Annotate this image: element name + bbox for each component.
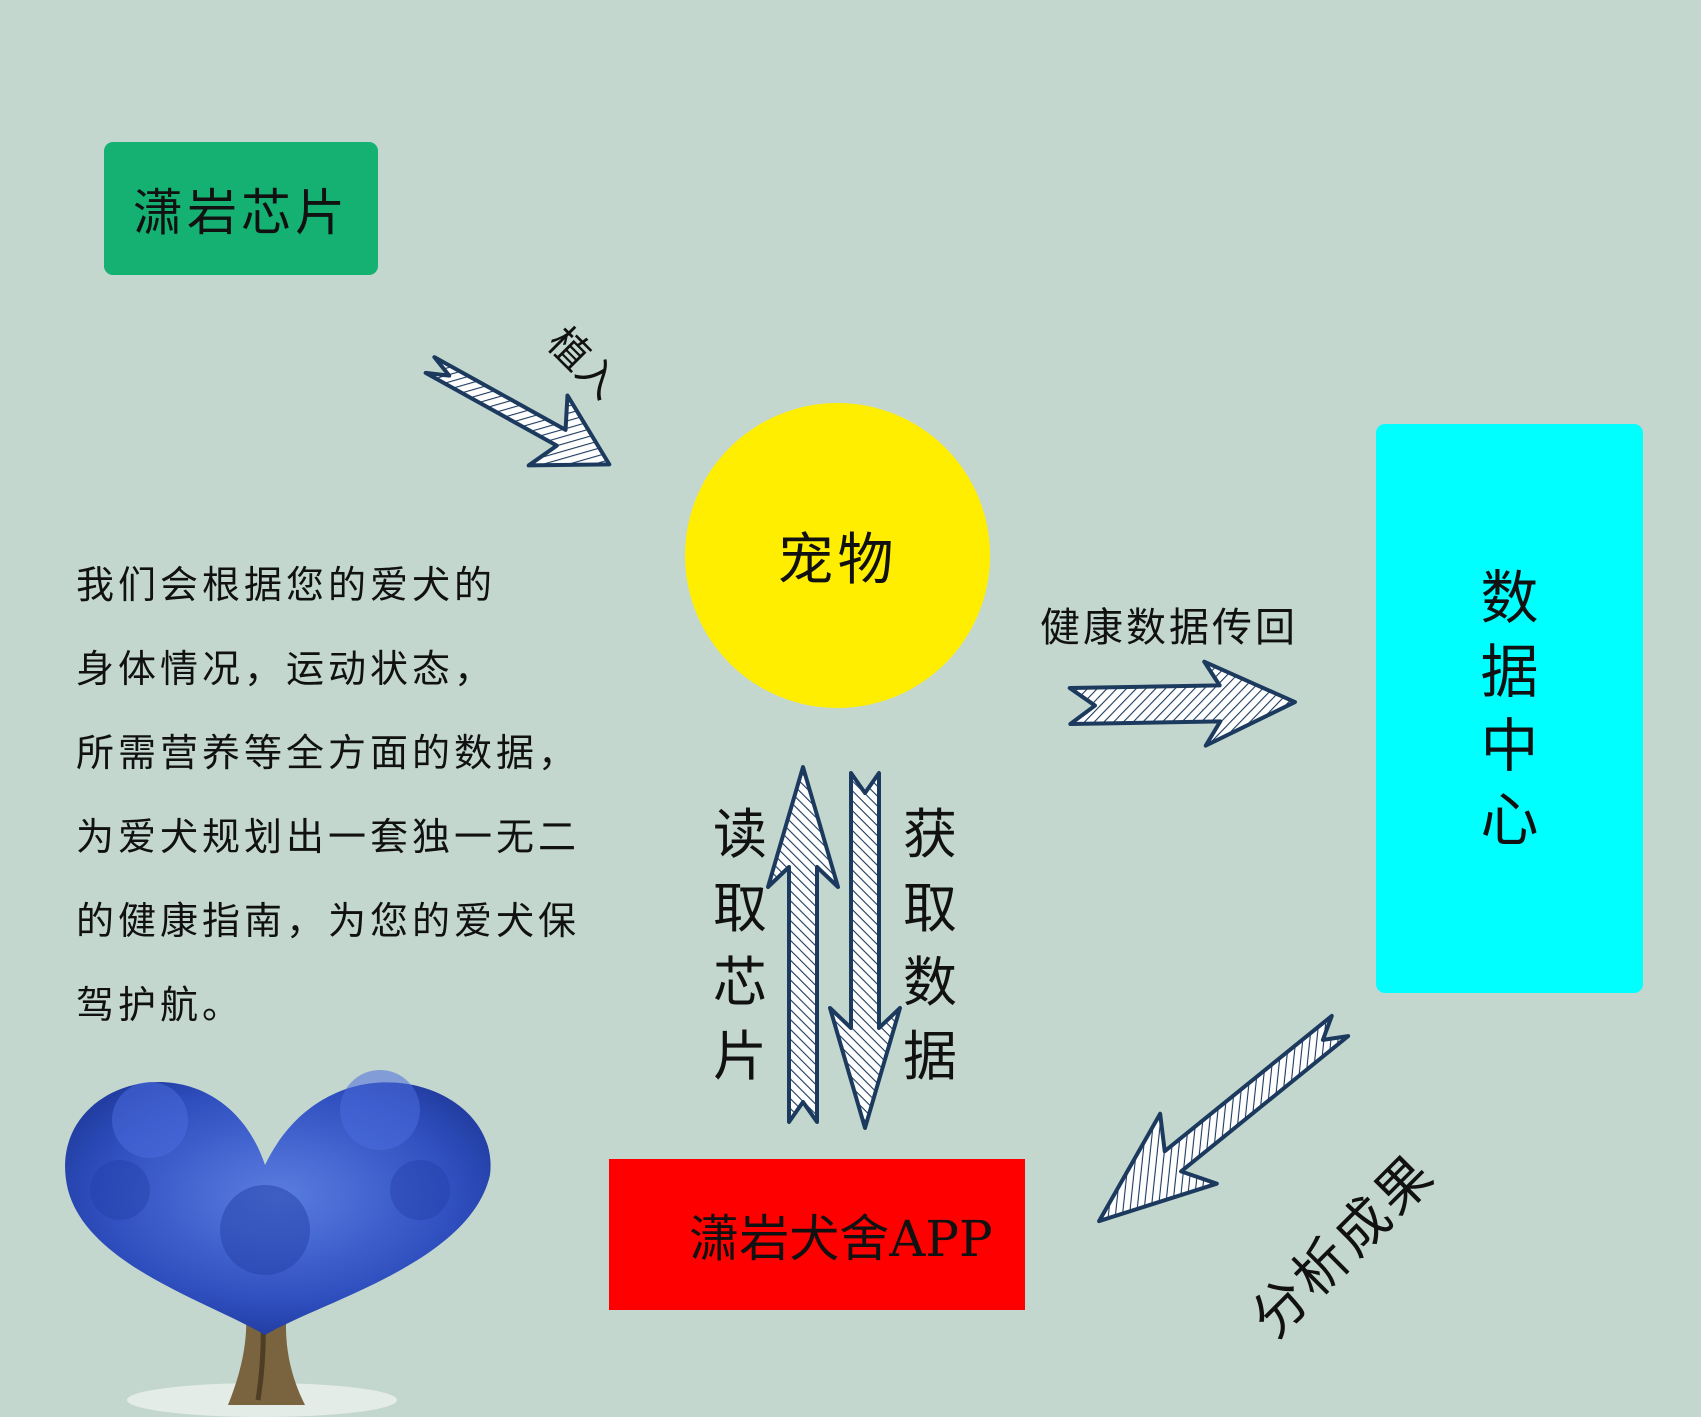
description-line: 我们会根据您的爱犬的 bbox=[76, 563, 497, 607]
data-center-node: 数据中心 bbox=[1376, 424, 1643, 993]
implant-arrow bbox=[423, 355, 612, 468]
description-text: 我们会根据您的爱犬的 身体情况，运动状态， 所需营养等全方面的数据， 为爱犬规划… bbox=[76, 543, 656, 1047]
chip-label: 潇岩芯片 bbox=[133, 183, 349, 242]
chip-node: 潇岩芯片 bbox=[104, 142, 378, 275]
get-data-arrow bbox=[828, 771, 902, 1130]
pet-label: 宠物 bbox=[777, 528, 898, 593]
description-line: 为爱犬规划出一套独一无二 bbox=[76, 815, 581, 859]
description-line: 驾护航。 bbox=[76, 983, 245, 1027]
description-line: 的健康指南，为您的爱犬保 bbox=[76, 899, 581, 943]
read-chip-arrow bbox=[766, 765, 840, 1124]
app-node: 潇岩犬舍APP bbox=[609, 1159, 1025, 1310]
description-line: 所需营养等全方面的数据， bbox=[76, 731, 581, 775]
pet-node: 宠物 bbox=[685, 403, 990, 708]
description-line: 身体情况，运动状态， bbox=[76, 647, 497, 691]
analysis-arrow bbox=[1097, 1013, 1351, 1224]
data-center-label: 数据中心 bbox=[1480, 563, 1539, 854]
health-upload-edge-label: 健康数据传回 bbox=[1040, 605, 1298, 651]
health-upload-arrow bbox=[1067, 659, 1297, 748]
app-label: 潇岩犬舍APP bbox=[689, 1209, 993, 1268]
heart-tree-image bbox=[65, 1070, 491, 1417]
get-data-edge-label: 获取数据 bbox=[903, 803, 957, 1088]
read-chip-edge-label: 读取芯片 bbox=[713, 803, 767, 1088]
